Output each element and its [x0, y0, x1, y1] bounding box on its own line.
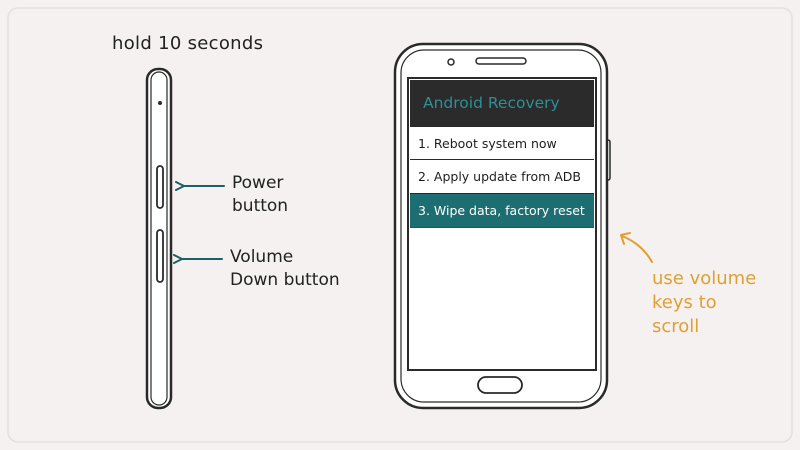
phone-side-view	[145, 67, 173, 410]
volume-down-button-hardware	[156, 229, 164, 283]
earpiece-speaker	[475, 57, 527, 65]
front-camera-icon	[447, 58, 455, 66]
recovery-title: Android Recovery	[410, 80, 594, 126]
scroll-hint-arrowhead-icon	[620, 232, 631, 245]
phone-front-bezel	[400, 49, 602, 403]
power-button-hardware	[156, 165, 164, 209]
page-frame	[7, 7, 793, 443]
recovery-menu-item-wipe-data[interactable]: 3. Wipe data, factory reset	[410, 194, 594, 228]
home-button-icon	[477, 376, 523, 394]
recovery-menu-item-reboot[interactable]: 1. Reboot system now	[410, 126, 594, 160]
power-button-label: Power button	[232, 173, 289, 216]
scroll-hint-label: use volume keys to scroll	[652, 268, 757, 337]
hold-duration-label: hold 10 seconds	[112, 33, 264, 54]
volume-down-label: Volume Down button	[230, 247, 340, 290]
side-camera-dot-icon	[158, 101, 162, 105]
scroll-hint-arrow-icon	[621, 235, 653, 263]
recovery-menu-item-apply-update[interactable]: 2. Apply update from ADB	[410, 160, 594, 194]
phone-side-inner-edge	[150, 71, 168, 406]
